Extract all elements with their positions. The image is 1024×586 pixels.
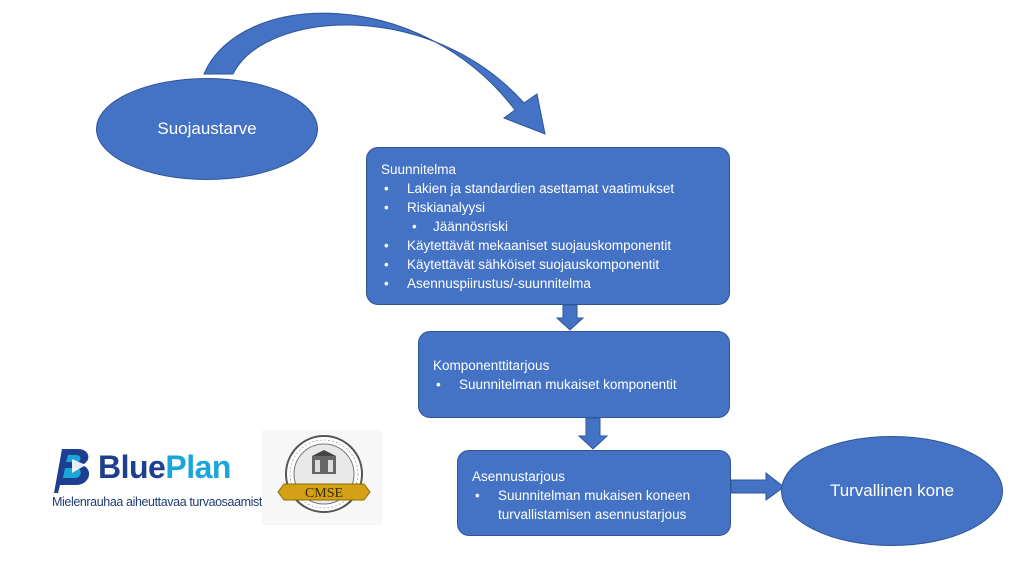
install-title: Asennustarjous	[472, 469, 566, 484]
blueplan-tagline: Mielenrauhaa aiheuttavaa turvaosaamista	[52, 495, 269, 509]
plan-item: Käytettävät sähköiset suojauskomponentit	[381, 255, 715, 274]
arrow-plan-to-offer	[555, 304, 585, 331]
plan-box: Suunnitelma Lakien ja standardien asetta…	[366, 147, 730, 305]
blueplan-name-part1: Blue	[98, 449, 166, 485]
plan-item: Asennuspiirustus/-suunnitelma	[381, 274, 715, 293]
blueplan-mark-icon	[54, 449, 90, 493]
plan-item: Lakien ja standardien asettamat vaatimuk…	[381, 179, 715, 198]
arrow-offer-to-install	[577, 417, 609, 450]
start-node-label: Suojaustarve	[157, 119, 257, 138]
offer-title: Komponenttitarjous	[433, 358, 550, 373]
end-node: Turvallinen kone	[781, 436, 1003, 546]
install-list: Suunnitelman mukaisen koneen turvallista…	[472, 486, 716, 524]
plan-list: Lakien ja standardien asettamat vaatimuk…	[381, 179, 715, 293]
offer-box: Komponenttitarjous Suunnitelman mukaiset…	[418, 331, 730, 418]
plan-title: Suunnitelma	[381, 162, 457, 177]
offer-list: Suunnitelman mukaiset komponentit	[433, 375, 715, 394]
blueplan-logo: BluePlan Mielenrauhaa aiheuttavaa turvao…	[52, 447, 269, 513]
cmse-seal: CMSE	[262, 430, 382, 525]
offer-item: Suunnitelman mukaiset komponentit	[433, 375, 715, 394]
end-node-label: Turvallinen kone	[829, 481, 955, 500]
curved-arrow-start-to-plan	[203, 12, 546, 135]
arrow-install-to-end	[730, 471, 785, 501]
plan-item: Käytettävät mekaaniset suojauskomponenti…	[381, 236, 715, 255]
plan-subitem: Jäännösriski	[381, 217, 715, 236]
cmse-seal-text: CMSE	[305, 486, 343, 501]
install-box: Asennustarjous Suunnitelman mukaisen kon…	[457, 450, 731, 536]
plan-item: Riskianalyysi	[381, 198, 715, 217]
start-node: Suojaustarve	[96, 78, 318, 180]
blueplan-name-part2: Plan	[165, 449, 231, 485]
install-item: Suunnitelman mukaisen koneen turvallista…	[472, 486, 716, 524]
cmse-seal-icon: CMSE	[277, 435, 371, 513]
blueplan-name: BluePlan	[98, 449, 231, 486]
